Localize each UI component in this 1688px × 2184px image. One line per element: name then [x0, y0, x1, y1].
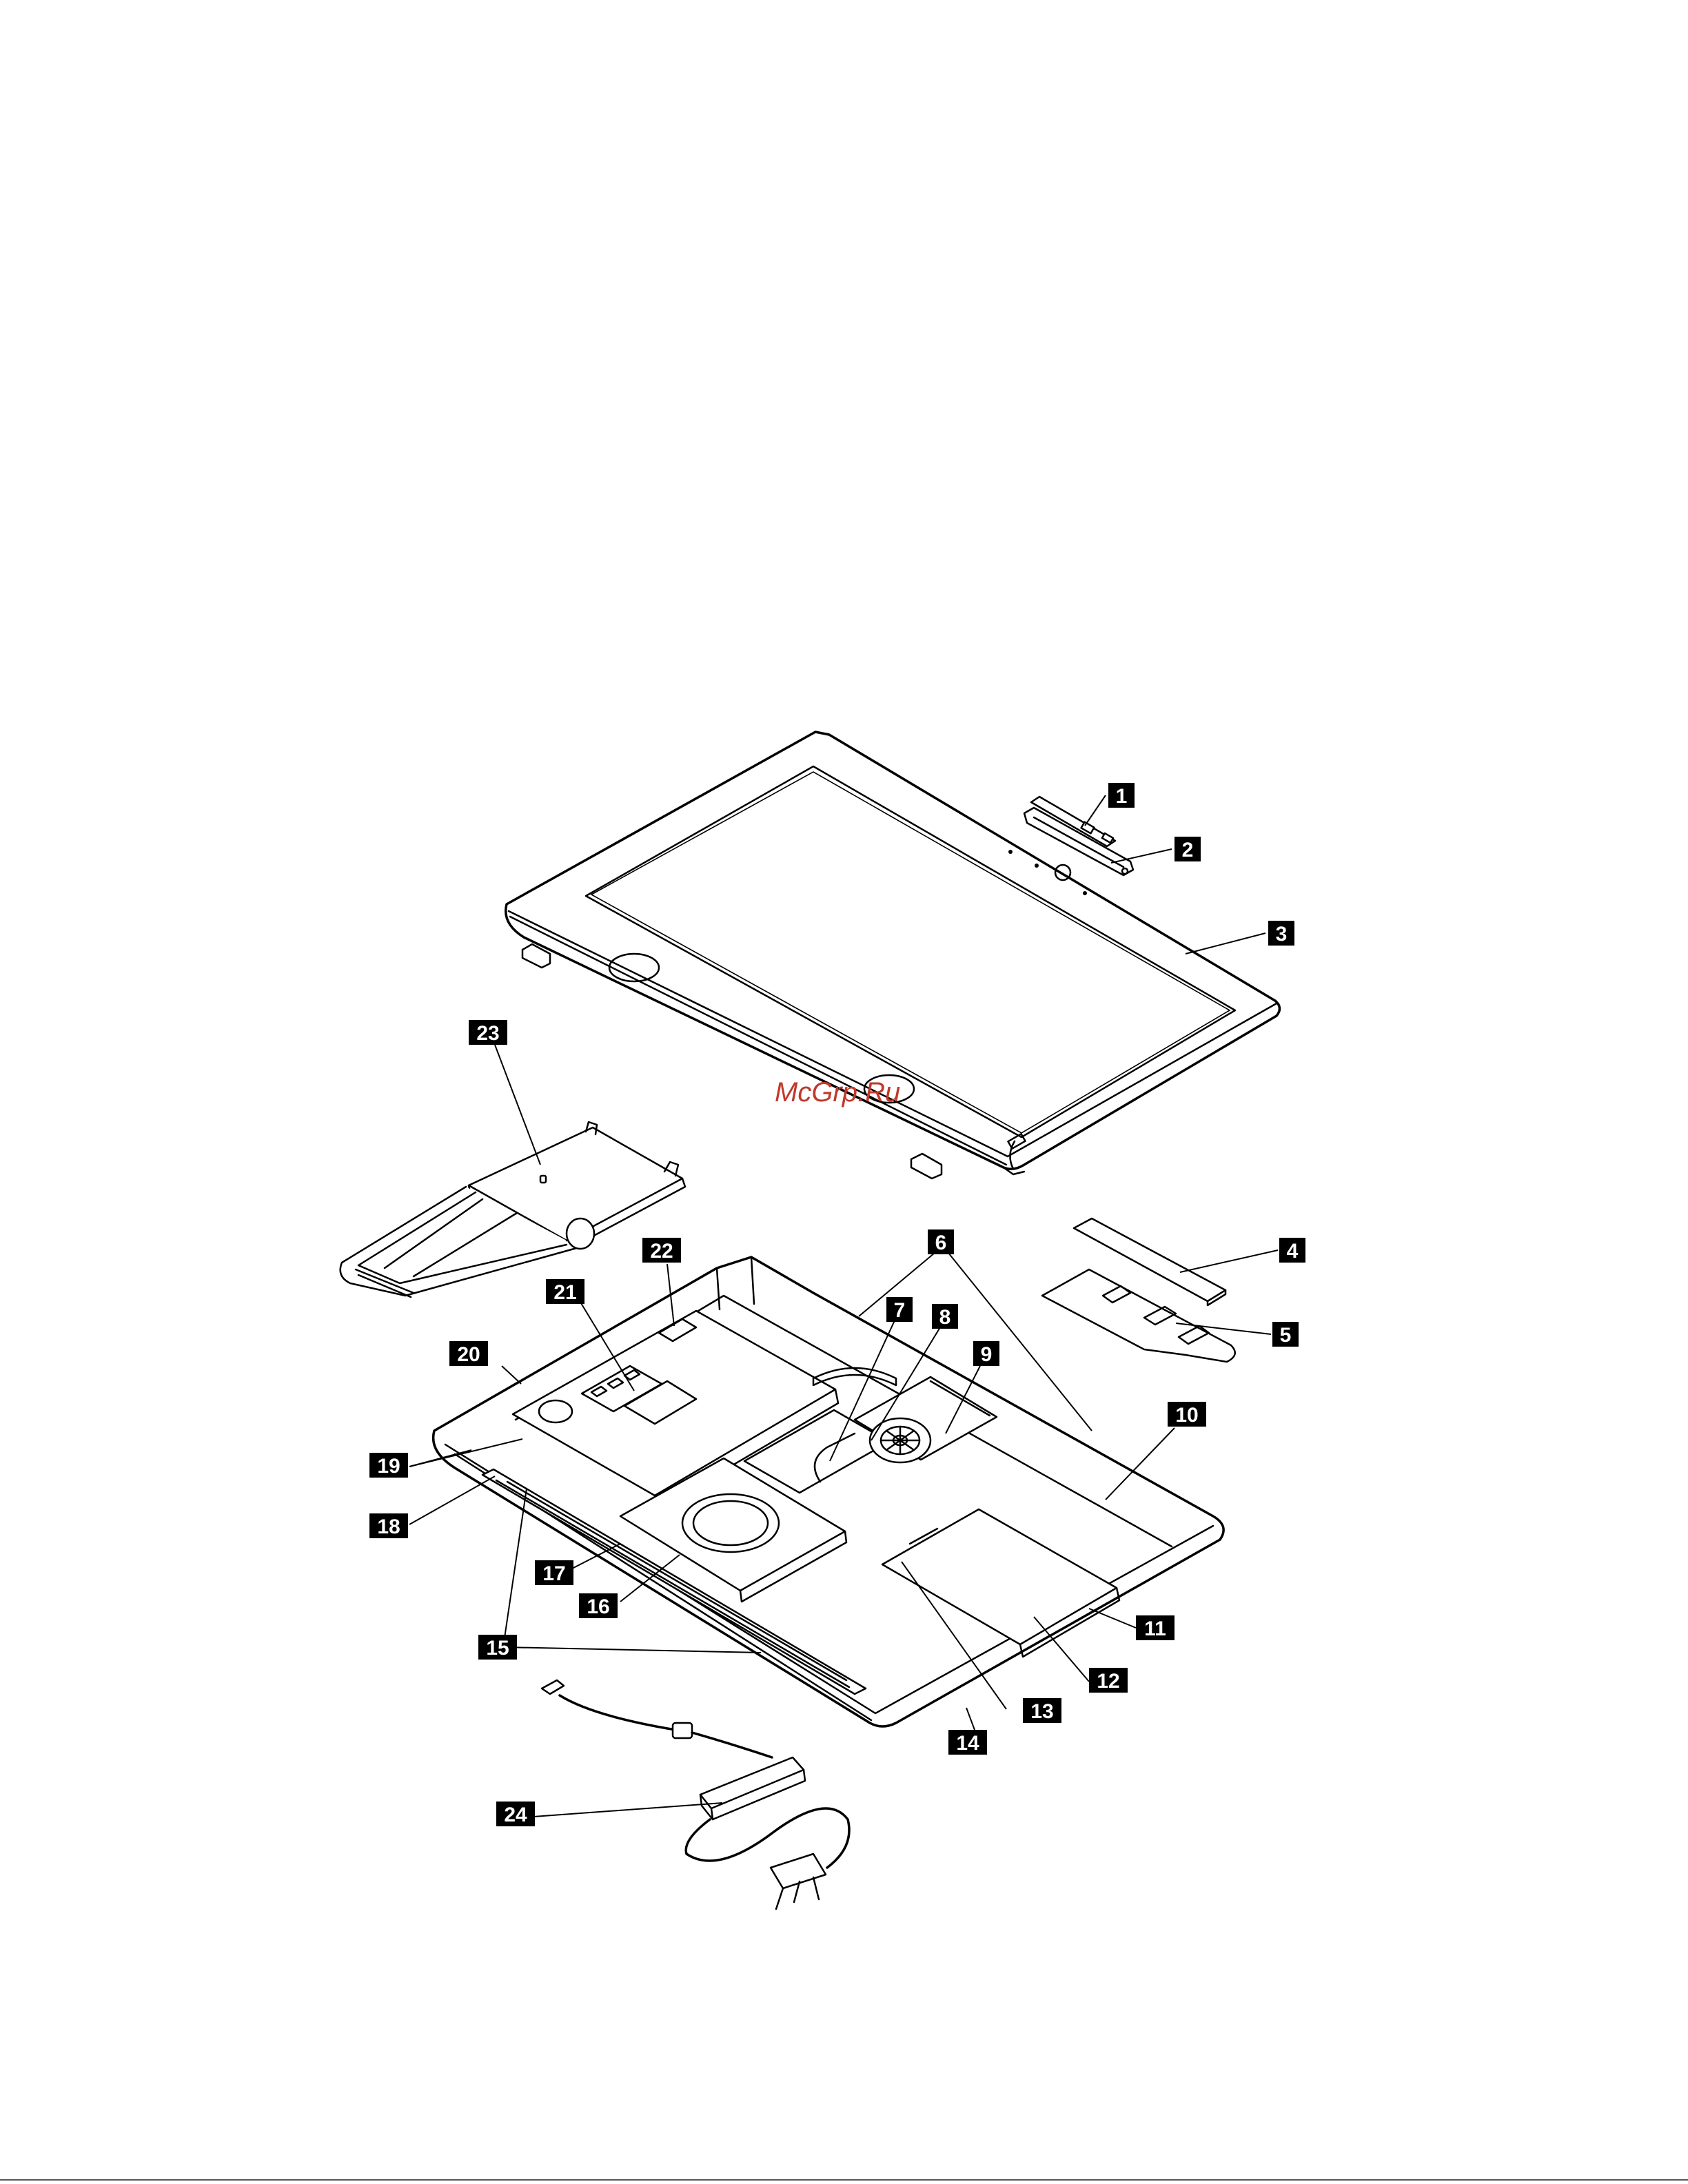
callout-11: 11 [1136, 1615, 1175, 1640]
callout-22: 22 [642, 1238, 681, 1263]
ac-adapter [542, 1680, 849, 1909]
callout-5: 5 [1272, 1322, 1299, 1347]
svg-text:11: 11 [1144, 1617, 1166, 1640]
callout-1: 1 [1108, 783, 1135, 808]
svg-text:21: 21 [553, 1281, 576, 1304]
svg-text:1: 1 [1116, 785, 1128, 808]
svg-text:10: 10 [1175, 1404, 1198, 1427]
svg-text:16: 16 [587, 1595, 609, 1618]
watermark: McGrp.Ru [775, 1077, 900, 1108]
svg-text:23: 23 [476, 1022, 499, 1045]
svg-text:5: 5 [1280, 1324, 1292, 1347]
callout-24: 24 [496, 1802, 535, 1826]
svg-text:4: 4 [1287, 1240, 1299, 1263]
svg-text:7: 7 [894, 1299, 906, 1322]
svg-text:19: 19 [377, 1455, 400, 1478]
svg-text:14: 14 [956, 1732, 979, 1755]
callout-17: 17 [535, 1560, 573, 1585]
svg-text:2: 2 [1182, 839, 1194, 861]
callout-7: 7 [886, 1297, 913, 1322]
callout-3: 3 [1268, 921, 1294, 946]
callout-20: 20 [449, 1341, 488, 1366]
callout-12: 12 [1089, 1668, 1128, 1693]
callout-15: 15 [478, 1635, 517, 1660]
display-bezel [506, 732, 1280, 1178]
callout-9: 9 [973, 1341, 999, 1366]
svg-text:24: 24 [504, 1804, 527, 1826]
svg-text:22: 22 [650, 1240, 673, 1263]
callout-13: 13 [1023, 1698, 1061, 1723]
callout-18: 18 [369, 1513, 408, 1538]
svg-text:17: 17 [542, 1562, 565, 1585]
svg-text:15: 15 [486, 1637, 509, 1660]
callout-23: 23 [469, 1020, 507, 1045]
svg-text:20: 20 [457, 1343, 480, 1366]
svg-text:18: 18 [377, 1515, 400, 1538]
svg-text:3: 3 [1276, 923, 1288, 946]
callout-16: 16 [579, 1593, 618, 1618]
svg-text:13: 13 [1030, 1700, 1053, 1723]
svg-text:8: 8 [939, 1306, 951, 1329]
svg-text:6: 6 [935, 1232, 947, 1254]
callout-21: 21 [546, 1279, 584, 1304]
callout-8: 8 [932, 1304, 958, 1329]
callout-19: 19 [369, 1453, 408, 1478]
svg-text:9: 9 [981, 1343, 993, 1366]
callout-2: 2 [1175, 837, 1201, 861]
callout-14: 14 [948, 1730, 987, 1755]
callout-6: 6 [928, 1229, 954, 1254]
stand [340, 1122, 685, 1297]
callout-10: 10 [1168, 1402, 1206, 1427]
footer-rule [0, 2179, 1688, 2181]
svg-text:12: 12 [1097, 1670, 1119, 1693]
callout-4: 4 [1279, 1238, 1305, 1263]
